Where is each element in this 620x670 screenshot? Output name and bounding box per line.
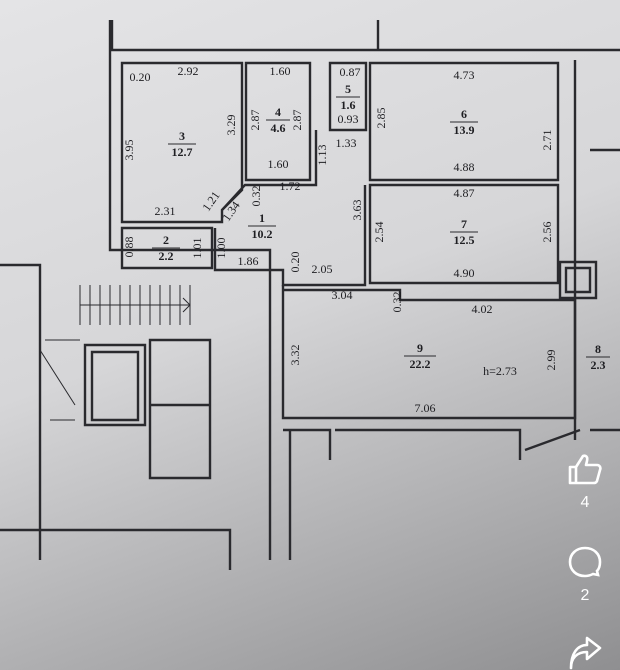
- dimension-label: 2.87: [248, 110, 262, 131]
- comment-bubble-icon: [568, 546, 602, 578]
- room-9: 922.2: [404, 341, 436, 371]
- room-6: 613.9: [450, 107, 478, 137]
- dimension-label: 2.31: [155, 204, 176, 218]
- svg-text:4: 4: [275, 105, 281, 119]
- svg-text:3: 3: [179, 129, 185, 143]
- svg-text:2.3: 2.3: [591, 358, 606, 372]
- dimension-label: 4.87: [454, 186, 475, 200]
- dimension-label: 0.32: [249, 186, 263, 207]
- dimension-label: 1.21: [199, 189, 223, 214]
- like-button[interactable]: 4: [550, 452, 620, 512]
- dimension-label: 3.29: [224, 115, 238, 136]
- svg-text:9: 9: [417, 341, 423, 355]
- dimension-label: 2.85: [374, 108, 388, 129]
- dimension-label: 2.71: [540, 130, 554, 151]
- room-1: 110.2: [248, 211, 276, 241]
- room-5: 51.6: [336, 82, 360, 112]
- dimension-label: 2.05: [312, 262, 333, 276]
- dimension-label: 0.20: [288, 252, 302, 273]
- share-arrow-icon: [569, 636, 602, 670]
- svg-text:5: 5: [345, 82, 351, 96]
- dimension-label: 2.56: [540, 222, 554, 243]
- svg-text:4.6: 4.6: [271, 121, 286, 135]
- svg-text:8: 8: [595, 342, 601, 356]
- svg-text:7: 7: [461, 217, 467, 231]
- svg-text:1.6: 1.6: [341, 98, 356, 112]
- dimension-label: 1.72: [280, 179, 301, 193]
- dimension-label: 4.90: [454, 266, 475, 280]
- svg-text:10.2: 10.2: [252, 227, 273, 241]
- dimension-label: 2.54: [372, 222, 386, 243]
- dimension-label: 1.13: [315, 145, 329, 166]
- svg-text:13.9: 13.9: [454, 123, 475, 137]
- like-count: 4: [580, 494, 590, 511]
- dimension-label: 1.01: [190, 238, 204, 259]
- dimension-label: 0.87: [340, 65, 361, 79]
- dimension-label: 3.95: [122, 140, 136, 161]
- dimension-label: 2.87: [290, 110, 304, 131]
- dimension-label: 0.93: [338, 112, 359, 126]
- svg-text:22.2: 22.2: [410, 357, 431, 371]
- thumbs-up-icon: [568, 454, 602, 485]
- room-3: 312.7: [168, 129, 196, 159]
- svg-text:2.2: 2.2: [159, 249, 174, 263]
- comment-count: 2: [580, 587, 590, 604]
- room-7: 712.5: [450, 217, 478, 247]
- room-labels: 110.2 22.2 312.7 44.6 51.6 613.9 712.5 8…: [152, 82, 610, 378]
- share-button[interactable]: [550, 636, 620, 670]
- dimension-label: 0.88: [122, 237, 136, 258]
- dimension-label: 1.86: [238, 254, 259, 268]
- svg-text:1: 1: [259, 211, 265, 225]
- dimension-label: 1.00: [214, 238, 228, 259]
- dimension-label: 0.32: [390, 292, 404, 313]
- stairs: [39, 285, 191, 421]
- dimension-label: 1.60: [268, 157, 289, 171]
- dimension-label: 2.99: [544, 350, 558, 371]
- svg-text:6: 6: [461, 107, 467, 121]
- ceiling-height: h=2.73: [483, 364, 517, 378]
- svg-text:12.7: 12.7: [172, 145, 193, 159]
- room-4: 44.6: [266, 105, 290, 135]
- dimension-label: 7.06: [415, 401, 436, 415]
- dimension-label: 3.04: [332, 288, 353, 302]
- walls: [0, 20, 620, 570]
- room-2: 22.2: [152, 233, 180, 263]
- room-8: 82.3: [586, 342, 610, 372]
- dimension-label: 1.33: [336, 136, 357, 150]
- dimension-label: 3.32: [288, 345, 302, 366]
- dimension-label: 1.60: [270, 64, 291, 78]
- dimension-label: 4.88: [454, 160, 475, 174]
- svg-text:12.5: 12.5: [454, 233, 475, 247]
- dimension-label: 2.92: [178, 64, 199, 78]
- svg-text:2: 2: [163, 233, 169, 247]
- dimension-label: 4.02: [472, 302, 493, 316]
- dimension-label: 3.63: [350, 200, 364, 221]
- dimension-label: 4.73: [454, 68, 475, 82]
- comment-button[interactable]: 2: [550, 545, 620, 605]
- dimension-label: 0.20: [130, 70, 151, 84]
